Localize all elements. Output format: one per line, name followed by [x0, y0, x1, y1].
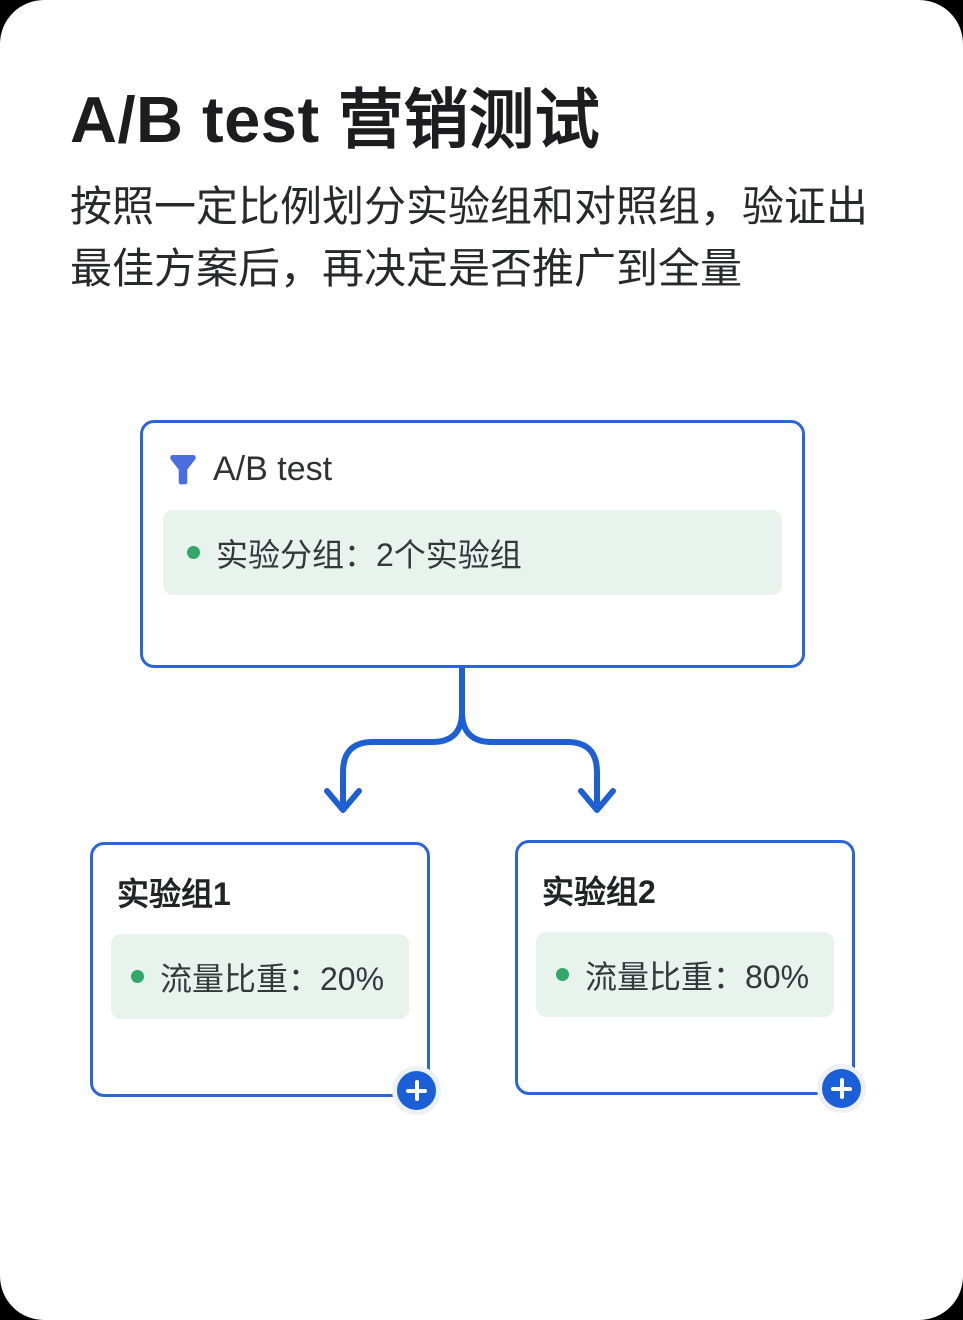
- tag-label: 流量比重：20%: [160, 960, 385, 997]
- experiment-group-2-node[interactable]: 实验组2 流量比重：80%: [515, 840, 861, 1108]
- traffic-ratio-tag: 流量比重：80%: [536, 932, 834, 1017]
- experiment-group-1-node[interactable]: 实验组1 流量比重：20%: [90, 842, 436, 1110]
- group-title: 实验组2: [542, 874, 656, 910]
- node-title: A/B test: [213, 450, 333, 488]
- ab-test-node[interactable]: A/B test 实验分组：2个实验组: [140, 420, 805, 668]
- add-node-button[interactable]: [822, 1069, 861, 1108]
- plus-icon: [406, 1080, 427, 1101]
- traffic-ratio-tag: 流量比重：20%: [111, 934, 409, 1019]
- green-dot-icon: [556, 968, 569, 981]
- green-dot-icon: [131, 970, 144, 983]
- add-node-button[interactable]: [397, 1071, 436, 1110]
- funnel-icon: [170, 454, 196, 485]
- page-title: A/B test 营销测试: [70, 83, 601, 156]
- group-title: 实验组1: [117, 876, 231, 912]
- tag-label: 实验分组：2个实验组: [216, 536, 522, 573]
- experiment-split-tag: 实验分组：2个实验组: [163, 510, 782, 595]
- green-dot-icon: [187, 546, 200, 559]
- plus-icon: [831, 1078, 852, 1099]
- tag-label: 流量比重：80%: [585, 958, 810, 995]
- page-description: 按照一定比例划分实验组和对照组，验证出最佳方案后，再决定是否推广到全量: [70, 183, 869, 292]
- node-header: A/B test: [170, 450, 802, 489]
